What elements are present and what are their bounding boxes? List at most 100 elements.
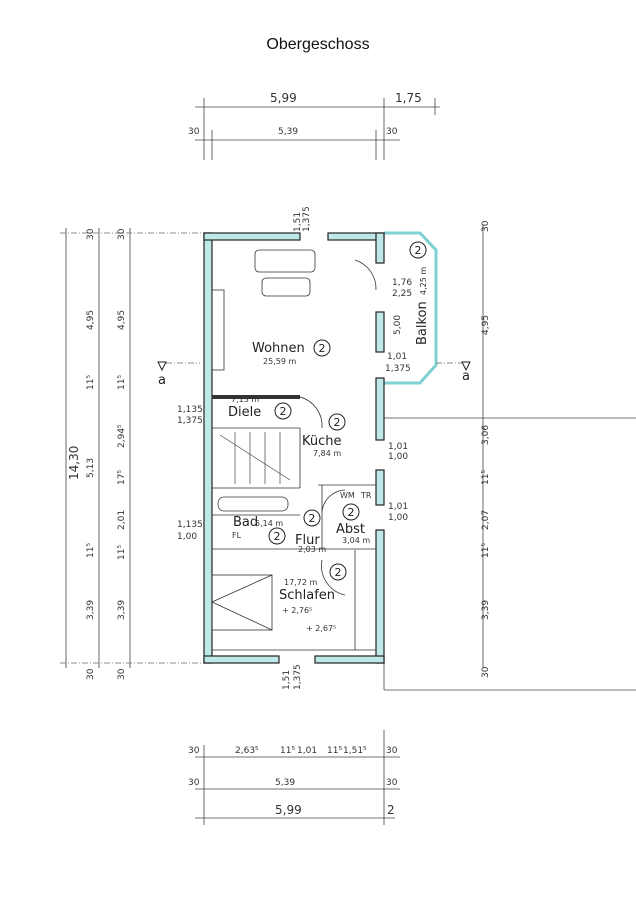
walls xyxy=(203,232,385,664)
dim-top-balcony: 1,75 xyxy=(395,91,422,105)
top-dimensions: 5,99 1,75 30 5,39 30 xyxy=(188,91,440,160)
dim-label: 3,39 xyxy=(481,600,491,620)
opening-label: 1,135 xyxy=(177,405,203,415)
opening-label: 5,00 xyxy=(393,315,403,335)
bottom-dimensions: 30 2,63⁵ 11⁵ 1,01 11⁵ 1,51⁵ 30 30 5,39 3… xyxy=(188,730,400,825)
room-name: Küche xyxy=(302,434,342,449)
room-number: 2 xyxy=(280,405,287,418)
room-area: 25,59 m xyxy=(263,357,296,366)
room-area: 7,13 m xyxy=(231,395,259,404)
dim-bottom-outer: 5,99 xyxy=(275,803,302,817)
dim-label: 30 xyxy=(86,228,96,240)
dim-label: 11⁵ xyxy=(86,375,96,390)
level-mark: + 2,67⁵ xyxy=(306,624,336,633)
section-label-right: a xyxy=(462,369,470,384)
dim-label: 11⁵ xyxy=(117,375,127,390)
level-mark: + 2,76⁵ xyxy=(282,606,312,615)
opening-label: 1,76 xyxy=(392,278,412,288)
opening-label: 1,01 xyxy=(388,502,408,512)
section-markers: a a xyxy=(157,361,471,388)
dim-label: 30 xyxy=(117,668,127,680)
room-area: 4,25 m xyxy=(419,267,428,295)
room-kueche: Küche 7,84 m 2 xyxy=(302,413,346,458)
opening-label: 2,25 xyxy=(392,289,412,299)
right-dimensions: 30 4,95 3,06 11⁵ 2,07 11⁵ 3,39 30 xyxy=(383,220,636,691)
opening-label: 1,51 xyxy=(293,212,303,232)
opening-label: 1,135 xyxy=(177,520,203,530)
dim-label: 30 xyxy=(481,220,491,232)
dim-label: 11⁵ xyxy=(481,543,491,558)
room-name: Abst xyxy=(336,522,365,537)
dim-label: 1,01 xyxy=(297,746,317,756)
dim-label: 30 xyxy=(117,228,127,240)
fixture-tr: TR xyxy=(360,491,372,500)
left-dimensions: 14,30 30 4,95 11⁵ 5,13 11⁵ 3,39 30 30 4,… xyxy=(60,228,204,680)
dim-label: 3,39 xyxy=(117,600,127,620)
room-number: 2 xyxy=(348,506,355,519)
dim-label: 2 xyxy=(387,803,395,817)
dim-label: 5,39 xyxy=(275,778,295,788)
dim-label: 30 xyxy=(86,668,96,680)
dim-label: 5,39 xyxy=(278,127,298,137)
dim-label: 30 xyxy=(188,778,200,788)
room-number: 2 xyxy=(274,530,281,543)
opening-label: 1,375 xyxy=(293,664,303,690)
dim-label: 30 xyxy=(386,127,398,137)
room-area: 2,03 m xyxy=(298,545,326,554)
dim-label: 4,95 xyxy=(481,315,491,335)
opening-label: 1,01 xyxy=(387,352,407,362)
fixture-fl: FL xyxy=(232,531,242,540)
opening-label: 1,51 xyxy=(282,670,292,690)
dim-label: 3,39 xyxy=(86,600,96,620)
dim-label: 11⁵ xyxy=(327,746,342,756)
dim-label: 2,01 xyxy=(117,510,127,530)
room-abst: WM TR Abst 3,04 m 2 xyxy=(336,491,372,545)
fixture-wm: WM xyxy=(340,491,355,500)
dim-label: 2,94⁵ xyxy=(117,424,127,448)
dim-label: 30 xyxy=(188,746,200,756)
room-number: 2 xyxy=(334,416,341,429)
room-area: 17,72 m xyxy=(284,578,317,587)
room-name: Bad xyxy=(233,515,258,530)
section-label-left: a xyxy=(158,373,166,388)
dim-label: 2,07 xyxy=(481,510,491,530)
room-balkon: Balkon 4,25 m 2 xyxy=(409,241,430,345)
opening-label: 1,01 xyxy=(388,442,408,452)
room-number: 2 xyxy=(309,512,316,525)
room-name: Flur xyxy=(295,533,320,548)
room-diele: Diele 7,13 m 2 xyxy=(228,395,292,420)
dim-left-total: 14,30 xyxy=(67,446,81,480)
room-area: 3,04 m xyxy=(342,536,370,545)
dim-label: 4,95 xyxy=(117,310,127,330)
dim-label: 17⁵ xyxy=(117,470,127,485)
dim-label: 3,06 xyxy=(481,425,491,445)
room-name: Schlafen xyxy=(279,588,335,603)
balcony-outline xyxy=(384,231,438,385)
dim-label: 30 xyxy=(386,778,398,788)
opening-label: 1,375 xyxy=(177,416,203,426)
dim-label: 30 xyxy=(386,746,398,756)
room-flur: Flur 2,03 m 2 xyxy=(295,509,326,554)
dim-label: 5,13 xyxy=(86,458,96,478)
room-number: 2 xyxy=(335,566,342,579)
dim-label: 11⁵ xyxy=(280,746,295,756)
opening-label: 1,00 xyxy=(177,532,197,542)
room-schlafen: 17,72 m Schlafen + 2,76⁵ + 2,67⁵ 2 xyxy=(279,563,347,633)
room-name: Diele xyxy=(228,405,261,420)
opening-label: 1,375 xyxy=(385,364,411,374)
dim-label: 30 xyxy=(188,127,200,137)
dim-top-outer: 5,99 xyxy=(270,91,297,105)
dim-label: 1,51⁵ xyxy=(343,746,367,756)
room-number: 2 xyxy=(319,342,326,355)
room-area: 5,14 m xyxy=(255,519,283,528)
dim-label: 11⁵ xyxy=(117,545,127,560)
opening-label: 1,00 xyxy=(388,513,408,523)
room-bad: Bad 5,14 m FL 2 xyxy=(232,515,286,545)
floor-title: Obergeschoss xyxy=(266,36,370,53)
dim-label: 11⁵ xyxy=(86,543,96,558)
dim-label: 11⁵ xyxy=(481,470,491,485)
room-wohnen: Wohnen 25,59 m 2 xyxy=(252,339,331,366)
opening-label: 1,00 xyxy=(388,452,408,462)
dim-label: 30 xyxy=(481,666,491,678)
